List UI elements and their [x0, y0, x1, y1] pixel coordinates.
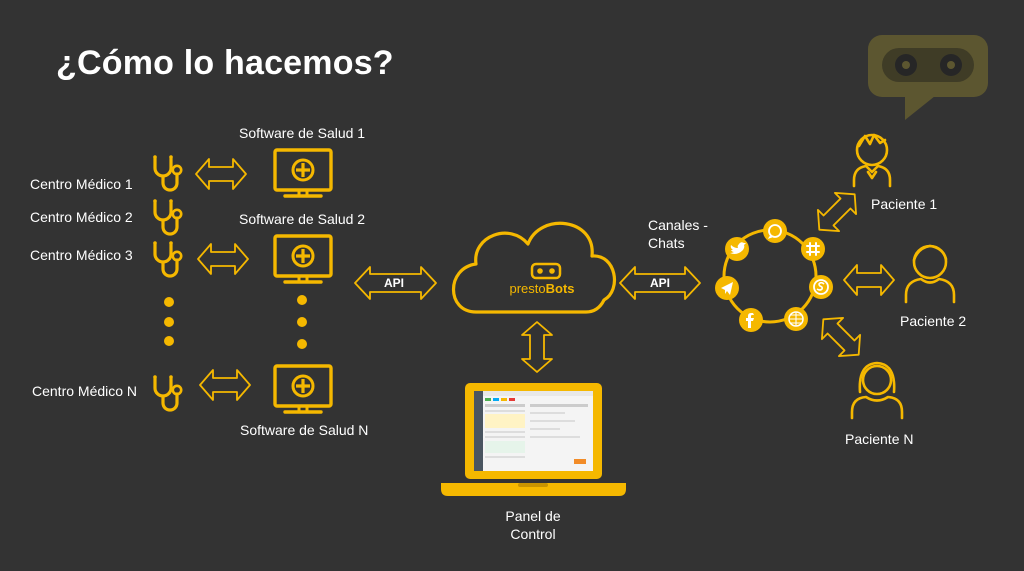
- vertical-double-arrow-icon: [521, 321, 553, 373]
- patient-label: Paciente N: [845, 431, 914, 447]
- software-label: Software de Salud 2: [239, 211, 366, 227]
- patient-label: Paciente 2: [900, 313, 967, 329]
- web-icon: [784, 307, 808, 331]
- stethoscope-icon: [151, 373, 183, 412]
- facebook-icon: [739, 308, 763, 332]
- medical-center-label: Centro Médico 3: [30, 247, 133, 263]
- medical-center-label: Centro Médico N: [32, 383, 138, 399]
- software-monitor-icon: [273, 234, 333, 284]
- skype-icon: [809, 275, 833, 299]
- patient-avatar-icon: [850, 361, 904, 420]
- prestobots-logo: [868, 35, 988, 120]
- slack-icon: [801, 237, 825, 261]
- double-arrow-icon: [843, 264, 895, 296]
- patient-avatar-icon: [852, 133, 892, 188]
- patient-avatar-icon: [904, 244, 956, 304]
- double-arrow-icon: [811, 307, 871, 367]
- api-label: API: [650, 276, 671, 290]
- api-arrow-right: [619, 266, 701, 300]
- bot-logo-icon: [530, 262, 562, 280]
- patient-label: Paciente 1: [871, 196, 938, 212]
- medical-center-label: Centro Médico 1: [30, 176, 133, 192]
- twitter-icon: [725, 237, 749, 261]
- medical-center-label: Centro Médico 2: [30, 209, 133, 225]
- double-arrow-icon: [807, 182, 867, 242]
- channels-label: Canales - Chats: [648, 217, 708, 251]
- software-label: Software de Salud N: [240, 422, 369, 438]
- page-title: ¿Cómo lo hacemos?: [56, 44, 394, 82]
- ellipsis-dots: [164, 297, 174, 346]
- telegram-icon: [715, 276, 739, 300]
- api-label: API: [384, 276, 405, 290]
- software-monitor-icon: [273, 148, 333, 198]
- double-arrow-icon: [199, 369, 251, 401]
- ellipsis-dots: [297, 295, 307, 349]
- double-arrow-icon: [195, 158, 247, 190]
- stethoscope-icon: [151, 197, 183, 236]
- stethoscope-icon: [151, 153, 183, 192]
- api-arrow-left: [354, 266, 437, 300]
- software-label: Software de Salud 1: [239, 125, 366, 141]
- whatsapp-icon: [763, 219, 787, 243]
- double-arrow-icon: [197, 243, 249, 275]
- cloud-icon: [452, 221, 617, 314]
- stethoscope-icon: [151, 239, 183, 278]
- laptop-icon: [441, 383, 626, 496]
- software-monitor-icon: [273, 364, 333, 414]
- control-panel-label: Panel de Control: [505, 508, 561, 542]
- cloud-brand: prestoBots: [509, 281, 574, 296]
